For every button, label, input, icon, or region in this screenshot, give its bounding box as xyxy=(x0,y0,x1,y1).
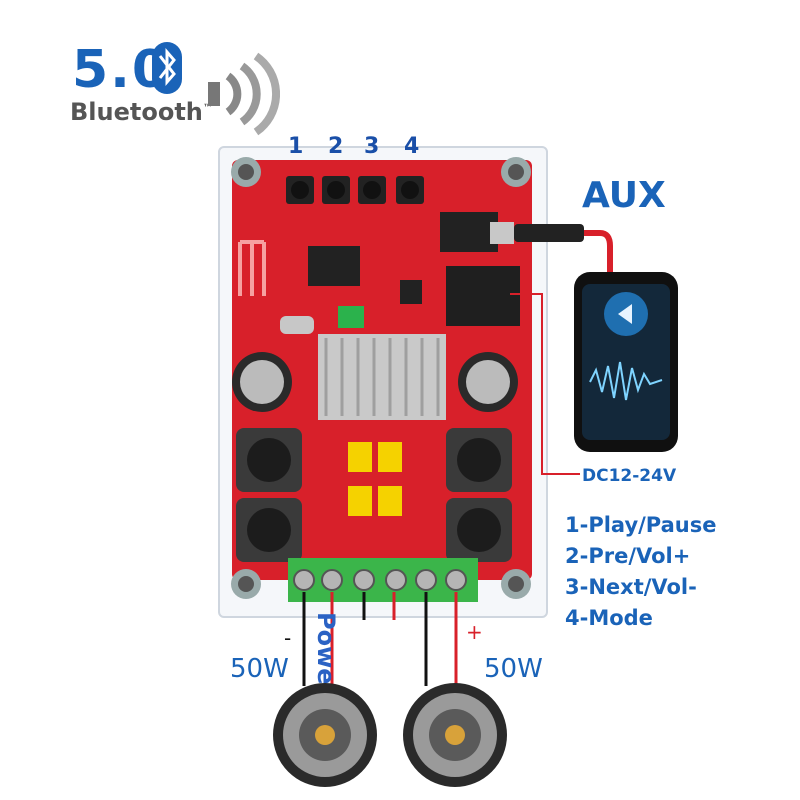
screw-bottom-left xyxy=(231,569,261,599)
aux-label: AUX xyxy=(582,175,666,216)
legend-item-2: 2-Pre/Vol+ xyxy=(565,544,691,568)
amplifier-board xyxy=(231,157,532,602)
button-number-3: 3 xyxy=(364,134,380,159)
plus-sign: + xyxy=(466,620,483,644)
legend-item-3: 3-Next/Vol- xyxy=(565,575,697,599)
right-watt-label: 50W xyxy=(484,654,543,684)
aux-cable xyxy=(490,222,613,272)
phone xyxy=(574,272,678,452)
speakers xyxy=(273,683,507,787)
button-number-2: 2 xyxy=(328,134,344,159)
button-legend: 1-Play/Pause 2-Pre/Vol+ 3-Next/Vol- 4-Mo… xyxy=(565,510,717,634)
button-number-1: 1 xyxy=(288,134,304,159)
legend-item-4: 4-Mode xyxy=(565,606,653,630)
sound-waves-icon xyxy=(208,52,280,136)
speaker-icon xyxy=(403,683,507,787)
speaker-wires xyxy=(302,592,458,686)
left-watt-label: 50W xyxy=(230,654,289,684)
speaker-icon xyxy=(273,683,377,787)
screw-top-left xyxy=(231,157,261,187)
bluetooth-label: Bluetooth™ xyxy=(70,98,213,126)
minus-sign: - xyxy=(284,626,292,650)
bluetooth-icon xyxy=(152,42,182,94)
dc-cable xyxy=(510,293,580,475)
dc-voltage-label: DC12-24V xyxy=(582,466,677,486)
screw-bottom-right xyxy=(501,569,531,599)
button-number-4: 4 xyxy=(404,134,420,159)
legend-item-1: 1-Play/Pause xyxy=(565,513,717,537)
screw-top-right xyxy=(501,157,531,187)
audio-waveform-icon xyxy=(589,361,663,401)
